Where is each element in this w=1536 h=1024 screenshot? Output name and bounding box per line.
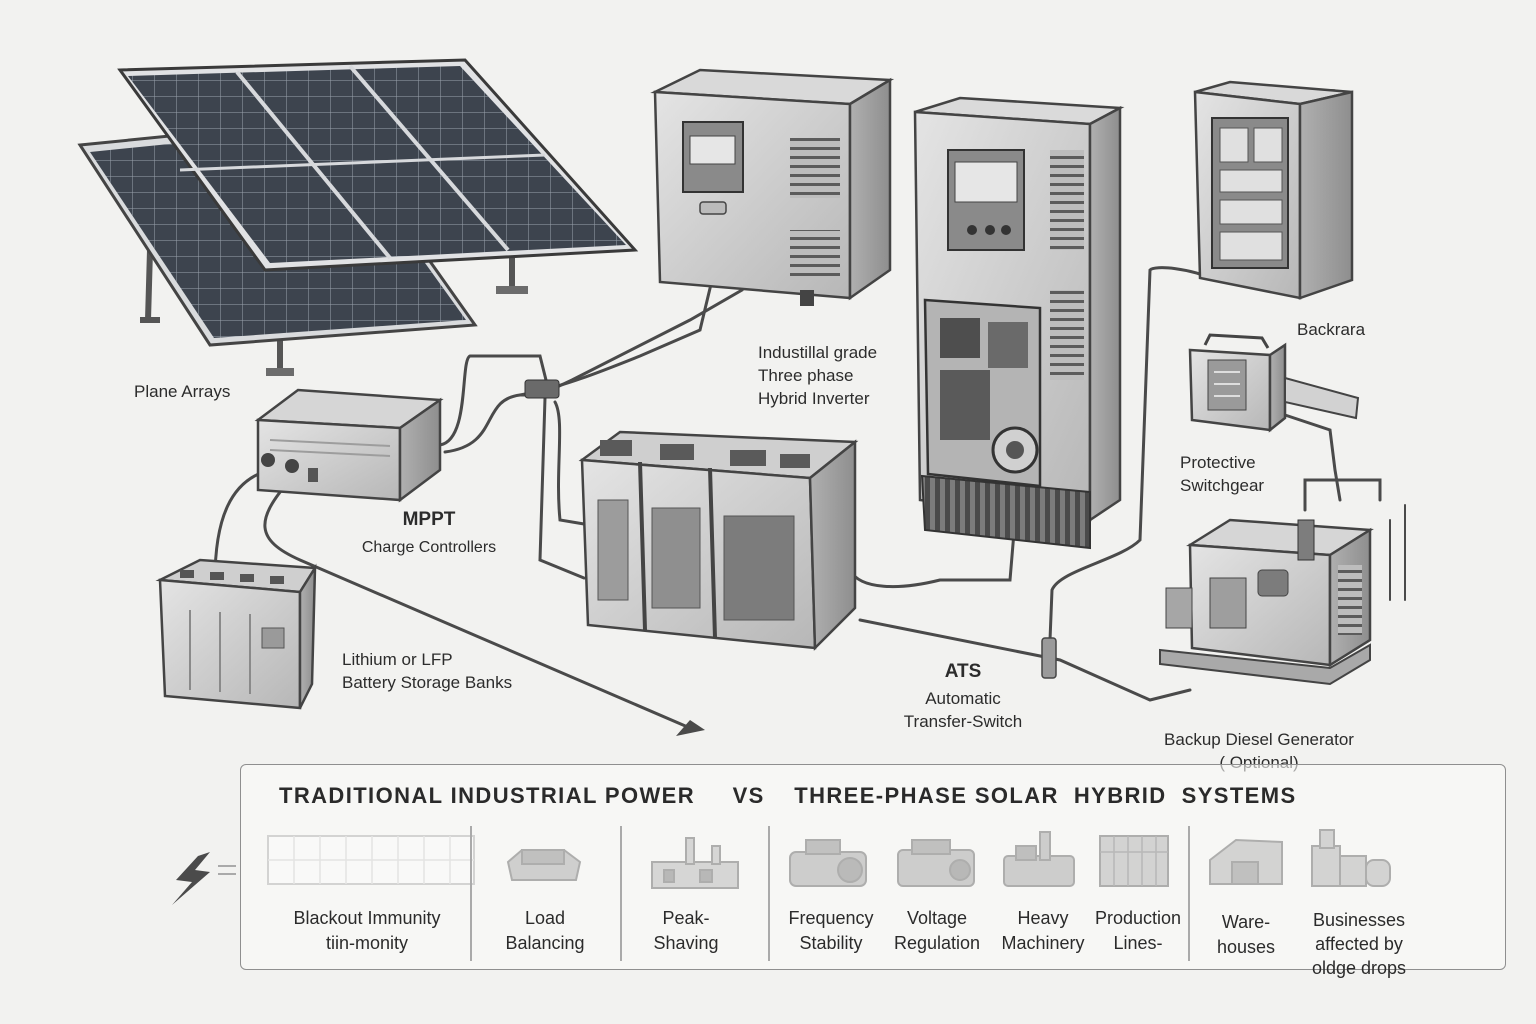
feature-line: Balancing bbox=[505, 933, 585, 953]
feature-line: oldge drops bbox=[1311, 958, 1407, 978]
divider bbox=[768, 826, 770, 961]
ats-label: ATS Automatic Transfer-Switch bbox=[888, 660, 1038, 733]
hybrid-inverter bbox=[650, 68, 895, 306]
feature-line: Regulation bbox=[893, 933, 981, 953]
battery-label: Lithium or LFP Battery Storage Banks bbox=[342, 648, 512, 694]
switchgear-label-line1: Protective bbox=[1180, 453, 1256, 472]
feature-heavy-machinery: Heavy Machinery bbox=[1001, 906, 1084, 956]
comparison-heading: TRADITIONAL INDUSTRIAL POWER VS THREE-PH… bbox=[279, 783, 1327, 809]
inverter-label-line3: Hybrid Inverter bbox=[758, 389, 870, 408]
inverter-label: Industillal grade Three phase Hybrid Inv… bbox=[758, 341, 877, 410]
backup-panel-label: Backrara bbox=[1297, 320, 1366, 339]
battery-label-line2: Battery Storage Banks bbox=[342, 673, 513, 692]
small-battery bbox=[155, 558, 318, 710]
comparison-panel bbox=[240, 764, 1506, 970]
arrow-head bbox=[676, 720, 705, 736]
mppt-charge-controller bbox=[254, 388, 444, 503]
solar-arrays bbox=[77, 58, 639, 376]
ats-cabinet bbox=[913, 96, 1125, 550]
feature-line: Shaving bbox=[653, 933, 719, 953]
feature-line: tiin-monity bbox=[325, 933, 409, 953]
feature-businesses: Businesses affected by oldge drops bbox=[1312, 908, 1406, 980]
feature-line: Stability bbox=[799, 933, 863, 953]
switchgear-label: Protective Switchgear bbox=[1180, 451, 1264, 497]
ats-tap bbox=[1041, 637, 1057, 679]
ats-label-line3: Transfer-Switch bbox=[903, 712, 1023, 731]
diesel-generator bbox=[1159, 518, 1374, 686]
feature-line: Frequency bbox=[788, 908, 874, 928]
feature-production-lines: Production Lines- bbox=[1095, 906, 1181, 956]
inverter-label-line2: Three phase bbox=[758, 366, 854, 385]
vs-label: VS bbox=[732, 783, 765, 808]
divider bbox=[470, 826, 472, 961]
inverter-label-line1: Industillal grade bbox=[758, 343, 878, 362]
wire-connector bbox=[524, 379, 560, 399]
generator-label-line1: Backup Diesel Generator bbox=[1164, 730, 1354, 749]
switchgear-label-line2: Switchgear bbox=[1180, 476, 1265, 495]
battery-bank bbox=[578, 430, 859, 651]
feature-line: Machinery bbox=[1001, 933, 1085, 953]
feature-line: Lines- bbox=[1113, 933, 1163, 953]
feature-line: affected by bbox=[1315, 934, 1403, 954]
feature-blackout-immunity: Blackout Immunity tiin-monity bbox=[293, 906, 440, 956]
backup-panel bbox=[1193, 80, 1354, 300]
traditional-title: TRADITIONAL INDUSTRIAL POWER bbox=[279, 783, 696, 808]
feature-line: Businesses bbox=[1312, 910, 1406, 930]
mppt-label-title: MPPT bbox=[402, 509, 456, 530]
feature-frequency-stability: Frequency Stability bbox=[788, 906, 873, 956]
divider bbox=[620, 826, 622, 961]
feature-line: Blackout Immunity bbox=[293, 908, 441, 928]
solar-arrays-label: Plane Arrays bbox=[134, 382, 231, 401]
ats-label-line2: Automatic bbox=[925, 689, 1001, 708]
feature-line: Peak- bbox=[662, 908, 710, 928]
hybrid-title: THREE-PHASE SOLAR HYBRID SYSTEMS bbox=[794, 783, 1297, 808]
divider bbox=[1188, 826, 1190, 961]
mppt-label: MPPT Charge Controllers bbox=[344, 508, 514, 559]
mppt-label-subtitle: Charge Controllers bbox=[361, 539, 497, 556]
feature-line: houses bbox=[1216, 937, 1276, 957]
lightning-icon bbox=[172, 852, 210, 905]
protective-switchgear bbox=[1188, 333, 1360, 433]
battery-label-line1: Lithium or LFP bbox=[342, 650, 453, 669]
feature-load-balancing: Load Balancing bbox=[505, 906, 584, 956]
feature-voltage-regulation: Voltage Regulation bbox=[894, 906, 980, 956]
feature-line: Load bbox=[524, 908, 566, 928]
ats-label-title: ATS bbox=[944, 661, 982, 682]
feature-line: Ware- bbox=[1221, 912, 1271, 932]
feature-line: Heavy bbox=[1017, 908, 1069, 928]
feature-peak-shaving: Peak- Shaving bbox=[653, 906, 718, 956]
feature-line: Voltage bbox=[906, 908, 968, 928]
feature-line: Production bbox=[1094, 908, 1182, 928]
feature-warehouses: Ware- houses bbox=[1217, 910, 1275, 960]
